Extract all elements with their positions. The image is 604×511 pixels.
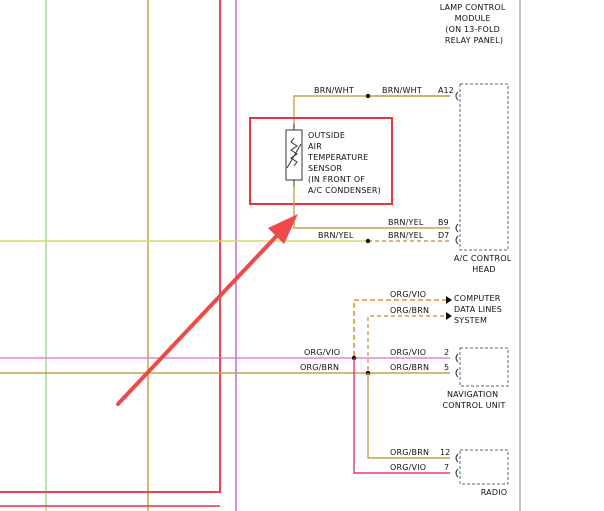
org-brn-radio-wire <box>367 373 450 459</box>
pin-radio-12: 12 <box>440 448 450 457</box>
brn-wht-label-left: BRN/WHT <box>314 86 354 95</box>
pin-radio-7: 7 <box>444 463 449 472</box>
navigation-unit-box <box>459 347 509 387</box>
connector-nav-5 <box>455 368 459 378</box>
connector-nav-2 <box>455 353 459 363</box>
arrow-right-icon-2 <box>446 312 452 320</box>
thermistor-icon <box>290 137 298 167</box>
org-brn-data-line <box>367 315 446 370</box>
org-brn-label-left: ORG/BRN <box>300 363 339 372</box>
annotation-arrow-shaft <box>116 224 288 406</box>
org-vio-radio-wire <box>353 358 450 474</box>
ac-control-head-box <box>459 83 509 251</box>
sensor-label: OUTSIDE AIR TEMPERATURE SENSOR (IN FRONT… <box>307 131 381 195</box>
sensor-symbol <box>285 129 303 181</box>
sensor-highlight-box <box>249 117 393 205</box>
org-vio-label-left: ORG/VIO <box>304 348 340 357</box>
org-brn-label-right: ORG/BRN <box>390 363 429 372</box>
arrow-head-icon <box>268 214 298 244</box>
org-vio-radio-label: ORG/VIO <box>390 463 426 472</box>
brn-yel-label-right: BRN/YEL <box>388 231 424 240</box>
lamp-module-label: LAMP CONTROL MODULE (ON 13-FOLD RELAY PA… <box>440 3 509 45</box>
org-vio-label-right: ORG/VIO <box>390 348 426 357</box>
splice-brn-yel <box>365 238 371 244</box>
brn-yel-b9-wire <box>293 186 450 229</box>
connector-radio-12 <box>455 453 459 463</box>
radio-label: RADIO <box>481 488 508 497</box>
pin-nav-2: 2 <box>444 348 449 357</box>
org-brn-comp-label: ORG/BRN <box>390 306 429 315</box>
connector-d7 <box>455 235 459 245</box>
pin-a12: A12 <box>438 86 454 95</box>
computer-data-lines-label: COMPUTER DATA LINES SYSTEM <box>454 294 505 325</box>
connector-radio-7 <box>455 468 459 478</box>
pin-d7: D7 <box>438 231 449 240</box>
radio-box <box>459 449 509 485</box>
ac-head-label: A/C CONTROL HEAD <box>454 254 514 274</box>
brn-yel-b9-label: BRN/YEL <box>388 218 424 227</box>
org-vio-comp-label: ORG/VIO <box>390 290 426 299</box>
arrow-right-icon <box>446 296 452 304</box>
org-brn-radio-label: ORG/BRN <box>390 448 429 457</box>
brn-wht-wire <box>293 95 450 128</box>
splice-brn-wht <box>365 93 371 99</box>
connector-b9 <box>455 223 459 233</box>
thermistor-slash <box>286 143 302 169</box>
brn-yel-label-left: BRN/YEL <box>318 231 354 240</box>
navigation-unit-label: NAVIGATION CONTROL UNIT <box>442 390 505 410</box>
connector-a12 <box>455 91 459 101</box>
brn-wht-label-right: BRN/WHT <box>382 86 422 95</box>
pin-b9: B9 <box>438 218 449 227</box>
pin-nav-5: 5 <box>444 363 449 372</box>
org-vio-data-line <box>353 299 446 356</box>
red-frame <box>0 0 221 493</box>
